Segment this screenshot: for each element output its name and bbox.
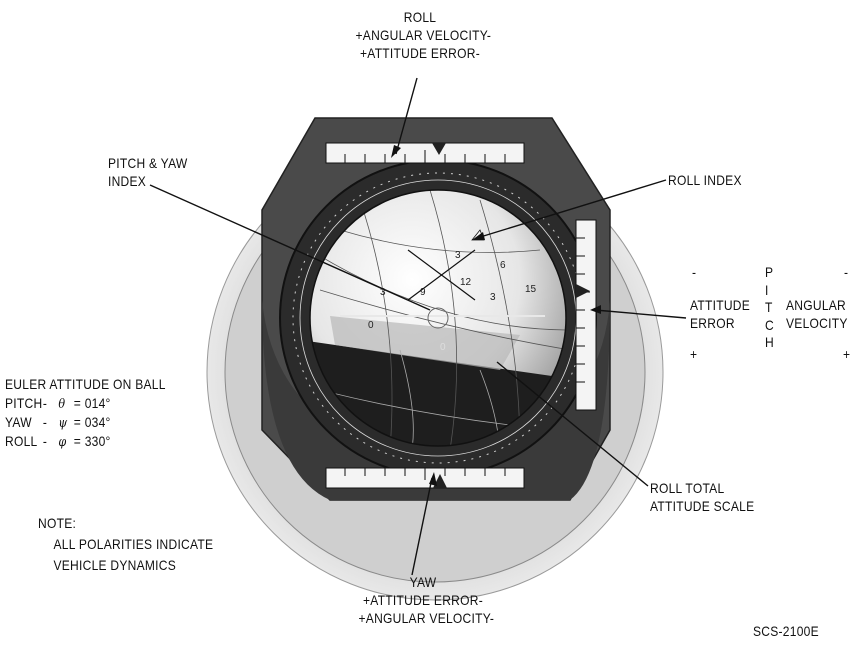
figure-id: SCS-2100E — [753, 623, 819, 639]
roll-scale-line1: ROLL TOTAL — [650, 480, 725, 496]
pitch-yaw-index-crosshair — [407, 249, 476, 301]
pitch-yaw-index-label: PITCH & YAW INDEX — [108, 154, 188, 190]
ball-numeral: 3 — [490, 292, 496, 303]
euler-dash: - — [42, 433, 48, 449]
pitch-attitude-error-plus: + — [690, 346, 698, 362]
pitch-angular-velocity-label: ANGULAR VELOCITY — [786, 296, 848, 332]
yaw-angular-velocity: +ANGULAR VELOCITY- — [358, 610, 495, 626]
euler-attitude-block: EULER ATTITUDE ON BALL — [5, 375, 166, 393]
euler-name: ROLL — [5, 433, 38, 449]
theta-symbol: θ — [58, 397, 66, 412]
euler-value: = 014° — [73, 395, 111, 411]
phi-symbol: φ — [58, 435, 67, 450]
euler-row-yaw: YAW-ψ = 034° — [5, 413, 111, 433]
euler-title: EULER ATTITUDE ON BALL — [5, 376, 166, 392]
attitude-error-line2: ERROR — [690, 315, 735, 331]
pitch-rate-scale — [575, 219, 597, 411]
yaw-rate-ticks — [344, 468, 506, 480]
pitch-attitude-error-minus: - — [692, 264, 697, 280]
roll-index-label: ROLL INDEX — [668, 172, 742, 188]
roll-angular-velocity: +ANGULAR VELOCITY- — [355, 27, 492, 43]
euler-value: = 330° — [73, 433, 111, 449]
pitch-letter: H — [765, 334, 774, 350]
leader-roll — [395, 77, 418, 155]
center-index-circle — [427, 307, 449, 329]
pitch-letter: P — [765, 264, 774, 280]
euler-name: YAW — [5, 414, 32, 430]
psi-symbol: ψ — [58, 416, 68, 431]
ball-numeral: 15 — [525, 284, 537, 295]
yaw-attitude-error: +ATTITUDE ERROR- — [363, 592, 483, 608]
ball-numeral: 3 — [455, 250, 461, 261]
euler-dash: - — [42, 414, 48, 430]
leader-pitch-yaw-index — [149, 184, 431, 311]
ball-numerals: 3 6 9 12 15 0 0 3 3 — [368, 250, 537, 353]
roll-total-attitude-scale-label: ROLL TOTAL ATTITUDE SCALE — [650, 479, 754, 515]
arrowhead-pitch — [590, 305, 601, 314]
note-block: NOTE: ALL POLARITIES INDICATE VEHICLE DY… — [38, 513, 213, 576]
leader-yaw — [411, 477, 433, 576]
note-line1: ALL POLARITIES INDICATE — [53, 536, 214, 552]
leader-roll-scale — [496, 361, 649, 487]
ball-numeral: 0 — [440, 342, 446, 353]
leader-lines — [149, 77, 687, 576]
euler-dash: - — [42, 395, 48, 411]
angular-velocity-line1: ANGULAR — [786, 297, 847, 313]
ball-numeral: 0 — [368, 320, 374, 331]
roll-error-needle — [432, 143, 446, 155]
ball-grey-band — [330, 316, 520, 370]
pitch-error-needle — [576, 284, 590, 298]
angular-velocity-line2: VELOCITY — [786, 315, 848, 331]
roll-rate-ticks — [344, 150, 506, 163]
roll-label-group: ROLL +ANGULAR VELOCITY- +ATTITUDE ERROR- — [355, 8, 492, 62]
leader-arrowheads — [391, 145, 601, 486]
arrowhead-yaw — [429, 472, 437, 486]
arrowhead-roll-index — [472, 232, 485, 240]
arrowhead-roll — [391, 145, 401, 158]
pitch-vertical-letters: P I T C H — [765, 264, 774, 352]
pitch-letter: C — [765, 316, 774, 333]
ball-numeral: 6 — [500, 260, 506, 271]
euler-row-pitch: PITCH-θ = 014° — [5, 394, 111, 414]
attitude-error-line1: ATTITUDE — [690, 297, 751, 313]
pitch-yaw-index-line2: INDEX — [108, 173, 147, 189]
ball-numeral: 9 — [420, 287, 426, 298]
roll-attitude-error: +ATTITUDE ERROR- — [360, 45, 480, 61]
pitch-attitude-error-label: ATTITUDE ERROR — [690, 296, 750, 332]
pitch-letter: I — [765, 281, 769, 298]
pitch-angular-velocity-minus: - — [844, 264, 849, 280]
euler-row-roll: ROLL-φ = 330° — [5, 432, 111, 452]
roll-title: ROLL — [403, 9, 437, 25]
note-line2: VEHICLE DYNAMICS — [53, 557, 177, 573]
yaw-title: YAW — [409, 574, 437, 590]
yaw-label-group: YAW +ATTITUDE ERROR- +ANGULAR VELOCITY- — [358, 573, 495, 627]
note-title: NOTE: — [38, 515, 77, 531]
pitch-yaw-index-line1: PITCH & YAW — [108, 155, 188, 171]
roll-scale-line2: ATTITUDE SCALE — [650, 498, 755, 514]
ball-numeral: 12 — [460, 277, 472, 288]
ball-outline — [309, 189, 567, 447]
euler-name: PITCH — [5, 395, 43, 411]
ball-numeral: 3 — [380, 287, 386, 298]
leader-pitch — [594, 309, 687, 319]
pitch-angular-velocity-plus: + — [843, 346, 851, 362]
pitch-letter: T — [765, 299, 773, 315]
euler-value: = 034° — [73, 414, 111, 430]
leader-roll-index — [476, 179, 667, 239]
